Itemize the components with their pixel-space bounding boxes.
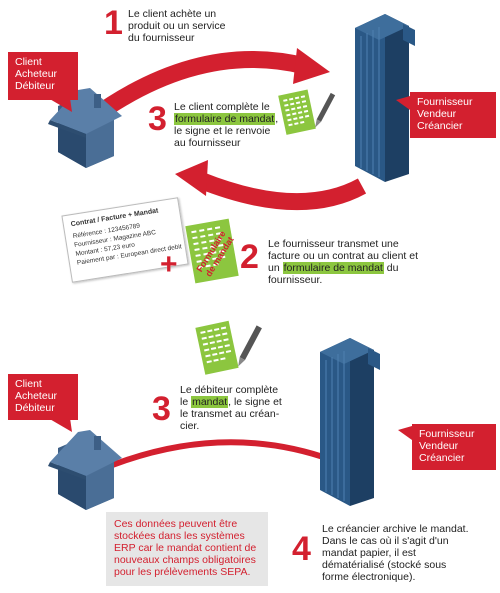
step-3-text: Le débiteur complète le mandat, le signe… bbox=[180, 384, 282, 432]
client-label-line: Client bbox=[15, 56, 42, 68]
client-house-icon bbox=[48, 88, 122, 168]
client-label-box: Client Acheteur Débiteur bbox=[8, 52, 78, 100]
step-3-line: le signe et le renvoie bbox=[174, 125, 271, 137]
step-3-line: formulaire de mandat, bbox=[174, 113, 279, 125]
client-label-line: Client bbox=[15, 378, 42, 390]
client-label-line: Débiteur bbox=[15, 80, 55, 92]
client-label-line: Débiteur bbox=[15, 402, 55, 414]
erp-note-line: ERP car le mandat contient de bbox=[114, 542, 257, 554]
step-2-text: Le fournisseur transmet une facture ou u… bbox=[268, 238, 418, 286]
supplier-label-line: Créancier bbox=[417, 120, 463, 132]
client-callout-pointer bbox=[48, 98, 72, 112]
step-2-line: un formulaire de mandat du bbox=[268, 262, 399, 274]
erp-note-line: Ces données peuvent être bbox=[114, 518, 238, 530]
step-1-line: Le client achète un bbox=[128, 8, 217, 20]
step-2-line: Le fournisseur transmet une bbox=[268, 238, 399, 250]
supplier-callout-pointer bbox=[396, 96, 410, 110]
client-label-line: Acheteur bbox=[15, 390, 58, 402]
erp-note-line: stockées dans les systèmes bbox=[114, 530, 245, 542]
step-1-text: Le client achète un produit ou un servic… bbox=[128, 8, 225, 44]
step-4-text: Le créancier archive le mandat. Dans le … bbox=[322, 523, 469, 583]
supplier-label-line: Vendeur bbox=[417, 108, 457, 120]
mandate-form-icon bbox=[185, 218, 239, 284]
step-4-line: dématérialisé (stocké sous bbox=[322, 559, 447, 571]
mandate-form-highlight: formulaire de mandat bbox=[282, 262, 384, 274]
client-label-line: Acheteur bbox=[15, 68, 58, 80]
mandate-highlight: mandat bbox=[191, 396, 229, 408]
step-2-line: facture ou un contrat au client et bbox=[268, 250, 419, 262]
supplier-label-box: Fournisseur Vendeur Créancier bbox=[410, 92, 496, 138]
supplier-callout-pointer bbox=[398, 426, 412, 440]
step-2-number: 2 bbox=[240, 238, 259, 276]
client-label-box: Client Acheteur Débiteur bbox=[8, 374, 78, 420]
step-1-number: 1 bbox=[104, 4, 123, 42]
signed-form-icon bbox=[278, 89, 336, 135]
supplier-label-line: Créancier bbox=[419, 452, 465, 464]
client-callout-pointer bbox=[48, 418, 72, 432]
supplier-label-line: Vendeur bbox=[419, 440, 459, 452]
step-4-line: forme électronique). bbox=[322, 571, 416, 583]
step-3-line: le mandat, le signe et bbox=[180, 396, 282, 408]
step-4-line: mandat papier, il est bbox=[322, 547, 416, 559]
supplier-building-icon bbox=[355, 14, 415, 182]
step-3-line: cier. bbox=[180, 420, 200, 432]
step-3-line: Le débiteur complète bbox=[180, 384, 279, 396]
step-3-line: au fournisseur bbox=[174, 137, 241, 149]
erp-note-line: pour les prélèvements SEPA. bbox=[114, 566, 251, 578]
step-1-line: du fournisseur bbox=[128, 32, 195, 44]
step-3-number: 3 bbox=[152, 390, 171, 428]
step-3-line: le transmet au créan- bbox=[180, 408, 280, 420]
supplier-label-box: Fournisseur Vendeur Créancier bbox=[412, 424, 496, 470]
step-4-line: Le créancier archive le mandat. bbox=[322, 523, 469, 535]
step-1-line: produit ou un service bbox=[128, 20, 226, 32]
supplier-label-line: Fournisseur bbox=[419, 428, 475, 440]
step-3-line: Le client complète le bbox=[174, 101, 270, 113]
step-3-number: 3 bbox=[148, 100, 167, 138]
erp-note-line: nouveaux champs obligatoires bbox=[114, 554, 256, 566]
signed-form-icon bbox=[195, 320, 262, 375]
supplier-building-icon bbox=[320, 338, 380, 506]
step-4-line: Dans le cas où il s'agit d'un bbox=[322, 535, 449, 547]
erp-note: Ces données peuvent être stockées dans l… bbox=[106, 512, 268, 586]
step-2-line: fournisseur. bbox=[268, 274, 323, 286]
mandate-form-highlight: formulaire de mandat bbox=[174, 113, 276, 125]
supplier-label-line: Fournisseur bbox=[417, 96, 473, 108]
client-house-icon bbox=[48, 430, 122, 510]
plus-sign: + bbox=[160, 248, 178, 281]
step-4-number: 4 bbox=[292, 530, 311, 568]
step-3-text: Le client complète le formulaire de mand… bbox=[174, 101, 278, 149]
